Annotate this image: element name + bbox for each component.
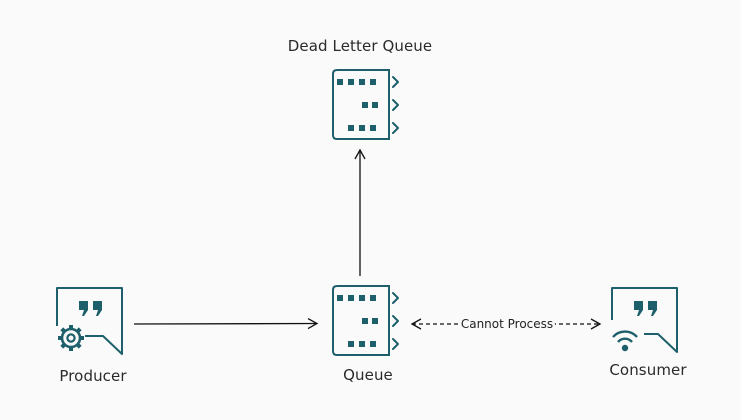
queue-icon — [332, 285, 399, 356]
producer-label: Producer — [59, 367, 127, 385]
wifi-icon — [612, 330, 638, 352]
cannot-process-label: Cannot Process — [458, 317, 556, 331]
edge-producer-to-queue — [133, 317, 319, 330]
message-consumer-icon — [611, 287, 678, 353]
queue-icon — [332, 69, 399, 140]
message-producer-icon — [56, 287, 123, 355]
consumer-label: Consumer — [609, 361, 687, 379]
gear-icon — [58, 325, 84, 351]
queue-label: Queue — [343, 366, 393, 384]
dead-letter-queue-label: Dead Letter Queue — [287, 37, 433, 55]
